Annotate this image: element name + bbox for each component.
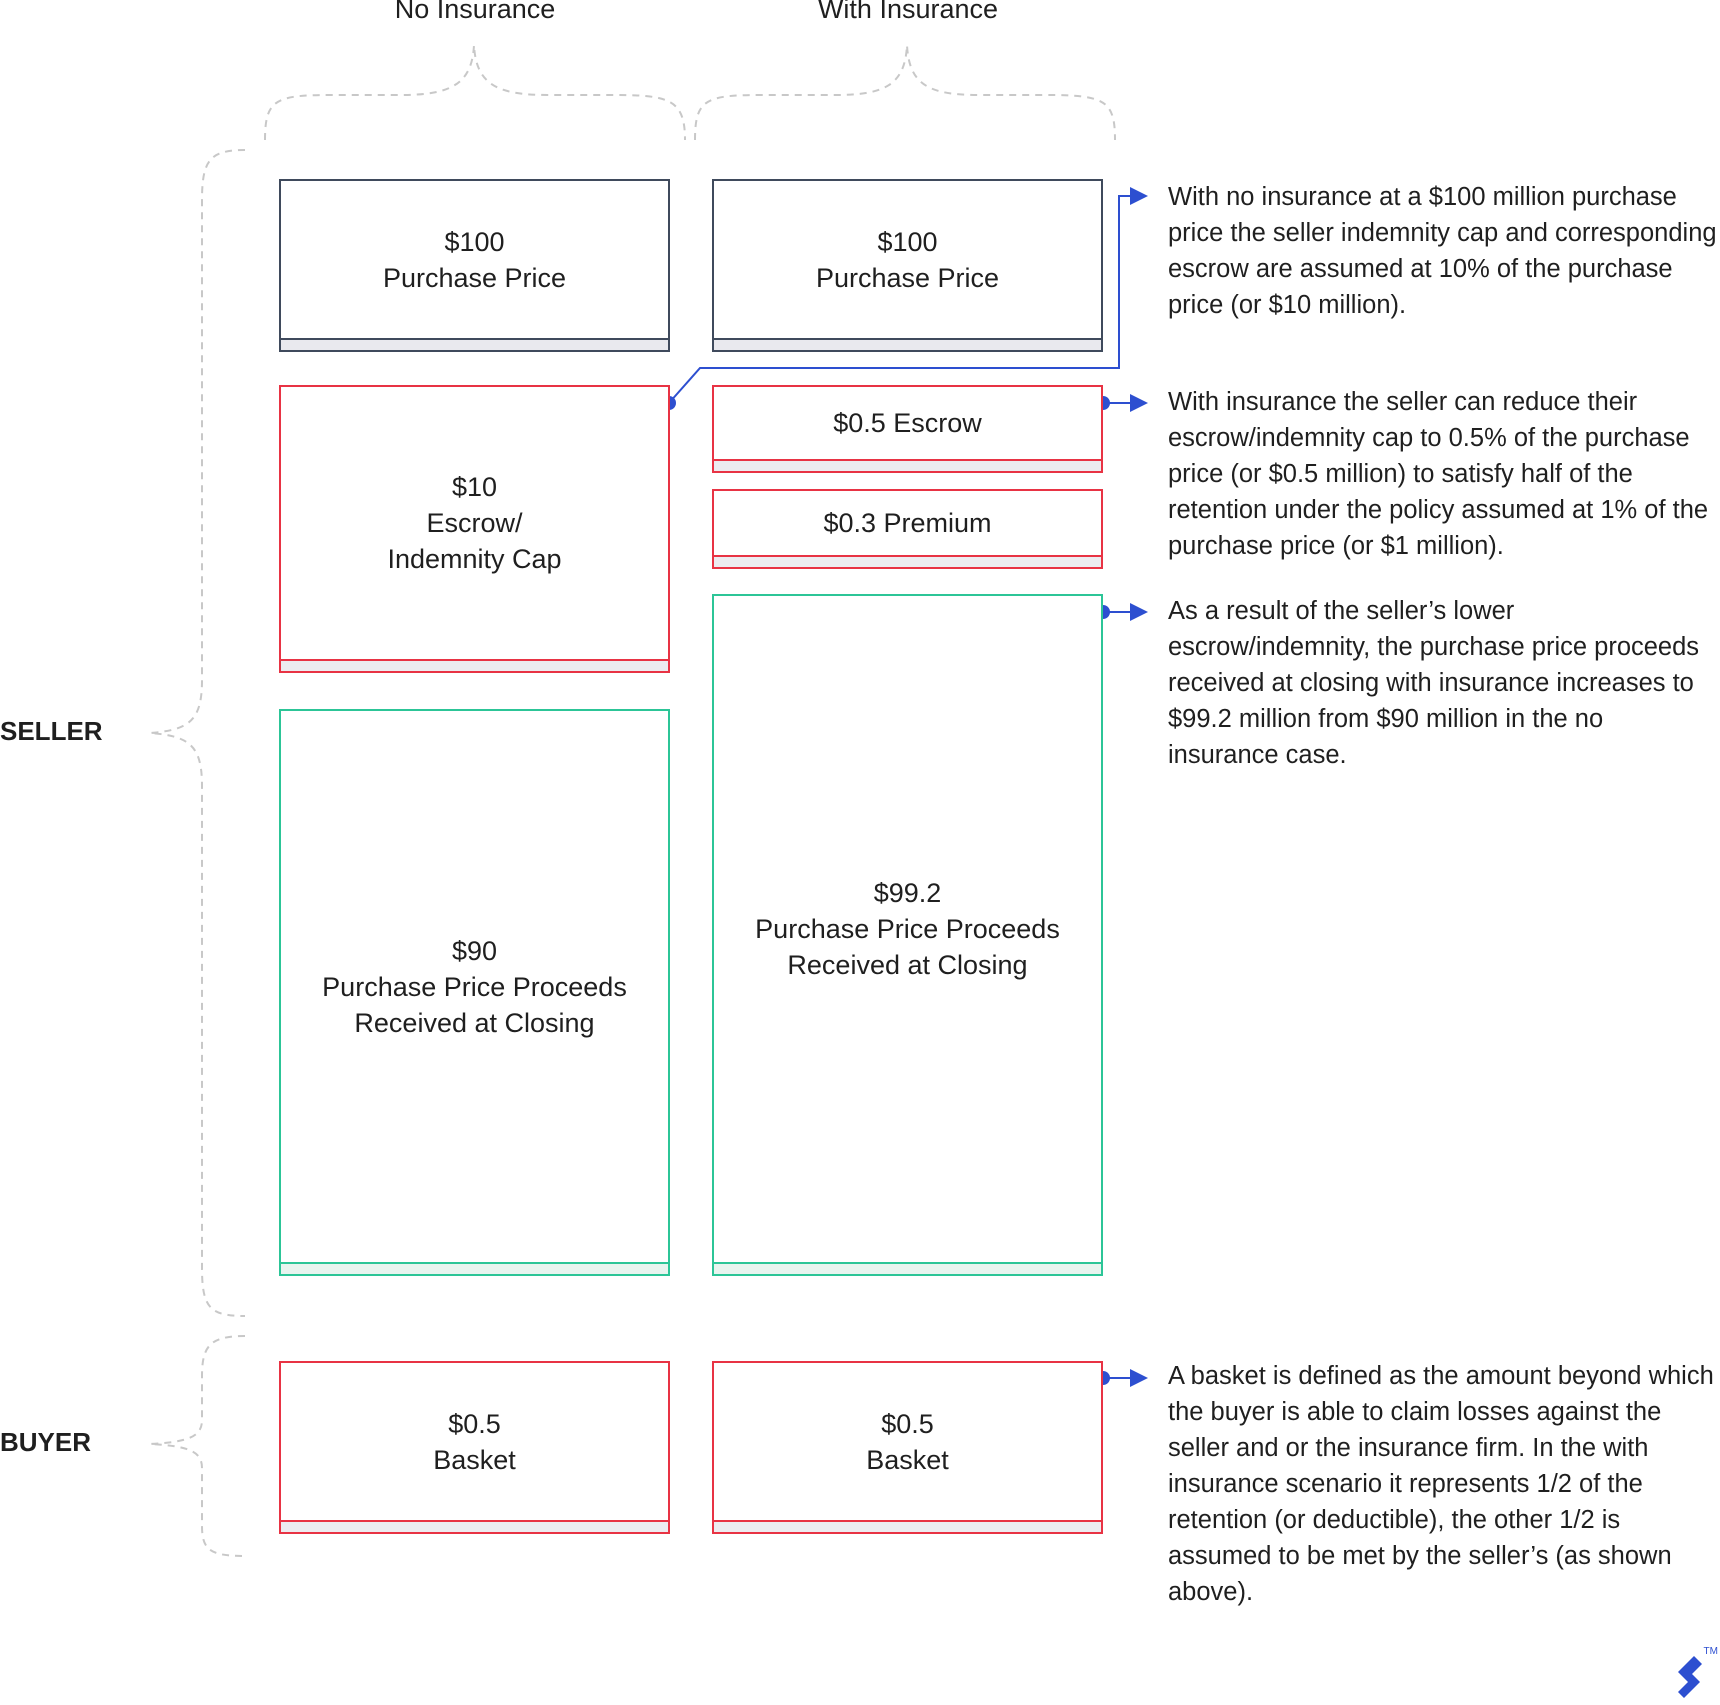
box-label: Basket	[866, 1444, 949, 1475]
no-insurance-basket-box: $0.5 Basket	[279, 1361, 670, 1534]
with-insurance-brace	[694, 44, 1116, 141]
no-insurance-brace	[264, 44, 686, 141]
note-proceeds-increase: As a result of the seller’s lower escrow…	[1168, 597, 1700, 769]
box-amount: $100	[877, 226, 938, 257]
box-label: Purchase Price	[815, 262, 1000, 293]
box-label: $0.5 Escrow	[833, 408, 982, 438]
column-heading-no-insurance: No Insurance	[394, 0, 556, 24]
with-insurance-premium-box: $0.3 Premium	[712, 489, 1103, 569]
box-amount: $99.2	[873, 878, 942, 908]
buyer-label: BUYER	[0, 1427, 92, 1457]
with-insurance-escrow-box: $0.5 Escrow	[712, 385, 1103, 473]
arrow-head-1	[1130, 187, 1148, 205]
arrow-head-4	[1130, 1369, 1148, 1387]
box-amount: $100	[444, 226, 505, 257]
no-insurance-purchase-price-box: $100 Purchase Price	[279, 179, 670, 352]
arrow-head-2	[1130, 394, 1148, 412]
note-insurance-escrow: With insurance the seller can reduce the…	[1168, 388, 1709, 560]
box-label: Received at Closing	[787, 950, 1028, 980]
connector-note1	[668, 195, 1130, 404]
brand-logo: TM	[1672, 1646, 1718, 1700]
column-heading-with-insurance: With Insurance	[817, 0, 999, 24]
box-label: Received at Closing	[354, 1007, 595, 1038]
box-amount: $0.5	[448, 1408, 501, 1439]
with-insurance-proceeds-box: $99.2 Purchase Price Proceeds Received a…	[712, 594, 1103, 1276]
box-label: Indemnity Cap	[387, 544, 562, 574]
box-label: $0.3 Premium	[823, 508, 992, 538]
seller-label: SELLER	[0, 716, 103, 746]
arrow-head-3	[1130, 603, 1148, 621]
with-insurance-basket-box: $0.5 Basket	[712, 1361, 1103, 1534]
trademark-mark: TM	[1703, 1646, 1718, 1657]
box-amount: $0.5	[881, 1408, 934, 1439]
box-amount: $10	[451, 472, 498, 502]
brand-logo-icon	[1678, 1656, 1702, 1698]
note-basket-definition: A basket is defined as the amount beyond…	[1168, 1362, 1714, 1606]
buyer-brace	[149, 1335, 246, 1557]
box-amount: $90	[451, 935, 498, 966]
box-label: Escrow/	[426, 508, 523, 538]
box-label: Basket	[433, 1444, 516, 1475]
no-insurance-proceeds-box: $90 Purchase Price Proceeds Received at …	[279, 709, 670, 1276]
no-insurance-escrow-box: $10 Escrow/ Indemnity Cap	[279, 385, 670, 673]
seller-brace	[149, 149, 246, 1317]
note-no-insurance-cap: With no insurance at a $100 million purc…	[1168, 183, 1717, 319]
with-insurance-purchase-price-box: $100 Purchase Price	[712, 179, 1103, 352]
box-label: Purchase Price Proceeds	[322, 971, 627, 1002]
box-label: Purchase Price	[382, 262, 567, 293]
box-label: Purchase Price Proceeds	[755, 914, 1060, 944]
